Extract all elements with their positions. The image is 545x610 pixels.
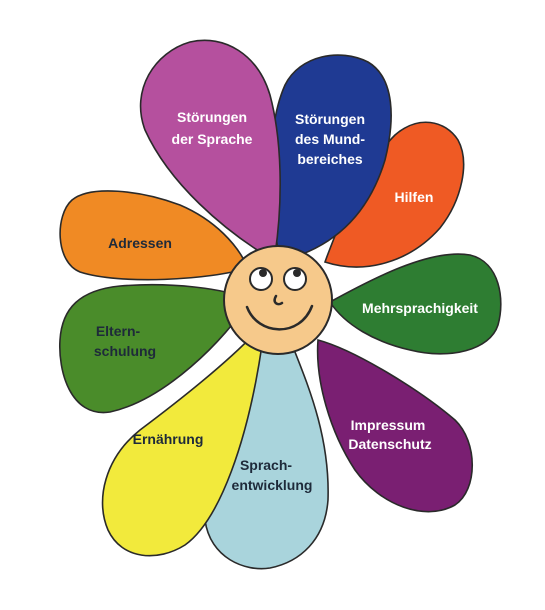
- petal-stoerungen-sprache-label-2: der Sprache: [172, 131, 253, 147]
- petal-ernaehrung-label: Ernährung: [133, 431, 204, 447]
- nose: [273, 294, 284, 306]
- petal-shape: [139, 39, 281, 256]
- petal-hilfen[interactable]: Hilfen: [323, 121, 465, 268]
- petal-hilfen-label: Hilfen: [395, 189, 434, 205]
- petal-shape: [316, 338, 473, 513]
- petal-shape: [101, 328, 263, 557]
- petal-impressum[interactable]: Impressum Datenschutz: [316, 338, 473, 513]
- petal-stoerungen-mund-label-3: bereiches: [297, 151, 363, 167]
- right-pupil: [293, 269, 301, 277]
- petal-elternschulung[interactable]: Eltern- schulung: [59, 284, 252, 414]
- petal-stoerungen-sprache-label-1: Störungen: [177, 109, 247, 125]
- petal-stoerungen-mund[interactable]: Störungen des Mund- bereiches: [270, 54, 392, 256]
- petal-adressen[interactable]: Adressen: [59, 190, 250, 281]
- petal-mehrsprachigkeit[interactable]: Mehrsprachigkeit: [328, 253, 502, 355]
- petal-stoerungen-mund-label-2: des Mund-: [295, 131, 365, 147]
- petal-ernaehrung[interactable]: Ernährung: [101, 328, 263, 557]
- smiley-face-icon: [223, 245, 333, 355]
- petal-impressum-label-1: Impressum: [351, 417, 426, 433]
- petal-sprachentwicklung-label-1: Sprach-: [240, 457, 292, 473]
- petal-stoerungen-sprache[interactable]: Störungen der Sprache: [139, 39, 281, 256]
- mouth: [245, 304, 314, 331]
- petal-mehrsprachigkeit-label: Mehrsprachigkeit: [362, 300, 478, 316]
- petal-shape: [59, 190, 250, 281]
- face-circle: [223, 245, 333, 355]
- petal-sprachentwicklung-label-2: entwicklung: [232, 477, 313, 493]
- left-pupil: [259, 269, 267, 277]
- petal-shape: [59, 284, 252, 414]
- petal-stoerungen-mund-label-1: Störungen: [295, 111, 365, 127]
- petal-impressum-label-2: Datenschutz: [348, 436, 431, 452]
- petal-elternschulung-label-2: schulung: [94, 343, 156, 359]
- petal-elternschulung-label-1: Eltern-: [96, 323, 141, 339]
- petal-shape: [328, 253, 502, 355]
- petal-adressen-label: Adressen: [108, 235, 172, 251]
